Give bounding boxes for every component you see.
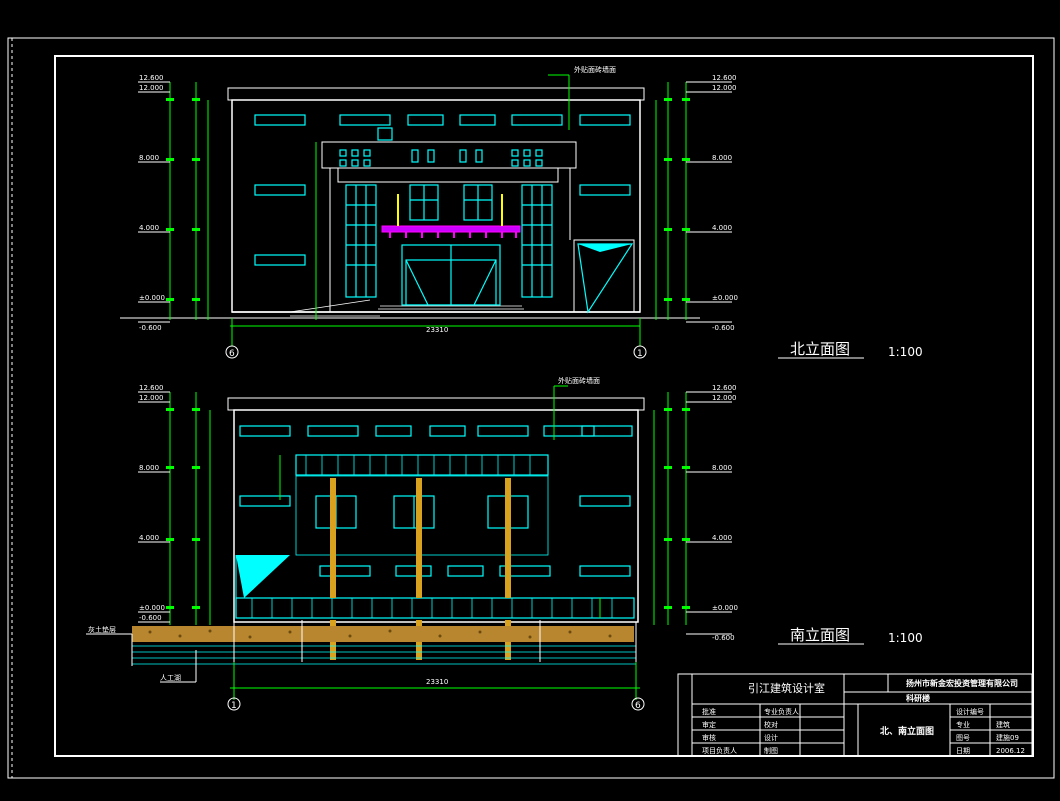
south-axis-right: 6 [635, 701, 641, 711]
tb-right-label-3: 图号 [956, 734, 970, 742]
north-level-left-2: 12.000 [139, 84, 164, 92]
north-dim-width: 23310 [426, 326, 448, 334]
tb-right-value-4: 2006.12 [996, 747, 1025, 755]
north-scale: 1:100 [888, 345, 923, 359]
tb-office: 引江建筑设计室 [748, 681, 825, 695]
north-axis-right-bubble [633, 345, 647, 359]
north-axis-right: 1 [637, 349, 643, 359]
north-level-right-5: ±0.000 [712, 294, 738, 302]
north-level-right-2: 12.000 [712, 84, 737, 92]
south-level-right-1: 12.600 [712, 384, 737, 392]
north-level-left-3: 8.000 [139, 154, 159, 162]
tb-project: 科研楼 [906, 693, 930, 703]
north-elevation: 12.600 12.000 8.000 4.000 ±0.000 -0.600 … [120, 65, 738, 359]
tb-right-label-1: 设计编号 [956, 707, 984, 716]
tb-row-mid-2: 校对 [764, 720, 778, 729]
north-axis-left-bubble [225, 345, 239, 359]
north-note: 外贴面砖墙面 [574, 65, 616, 74]
tb-row-mid-3: 设计 [764, 733, 778, 742]
south-elevation: 12.600 12.000 8.000 4.000 ±0.000 -0.600 … [86, 376, 738, 711]
south-level-left-1: 12.600 [139, 384, 164, 392]
sheet-outer-frame [7, 37, 1055, 779]
tb-right-value-2: 建筑 [996, 720, 1010, 729]
south-level-right-3: 8.000 [712, 464, 732, 472]
south-title: 南立面图 [790, 626, 850, 644]
north-level-right-1: 12.600 [712, 74, 737, 82]
south-level-left-3: 8.000 [139, 464, 159, 472]
south-dim-width: 23310 [426, 678, 448, 686]
south-axis-left: 1 [231, 701, 237, 711]
tb-right-label-4: 日期 [956, 747, 970, 755]
south-level-right-4: 4.000 [712, 534, 732, 542]
south-level-right-5: ±0.000 [712, 604, 738, 612]
south-level-left-2: 12.000 [139, 394, 164, 402]
title-block [677, 673, 1033, 757]
south-label-pile: 灰土垫层 [88, 625, 116, 634]
south-level-right-2: 12.000 [712, 394, 737, 402]
north-title: 北立面图 [790, 340, 850, 358]
north-level-right-4: 4.000 [712, 224, 732, 232]
south-axis-left-bubble [227, 697, 241, 711]
tb-row-left-1: 批准 [702, 707, 716, 716]
tb-row-mid-1: 专业负责人 [764, 707, 799, 716]
south-level-left-5: ±0.000 [139, 604, 165, 612]
north-level-right-3: 8.000 [712, 154, 732, 162]
tb-drawing: 北、南立面图 [880, 725, 934, 737]
north-level-right-6: -0.600 [712, 324, 735, 332]
north-level-left-6: -0.600 [139, 324, 162, 332]
north-level-left-5: ±0.000 [139, 294, 165, 302]
south-axis-right-bubble [631, 697, 645, 711]
south-level-left-6: -0.600 [139, 614, 162, 622]
tb-row-left-4: 项目负责人 [702, 746, 737, 755]
tb-row-left-3: 审核 [702, 733, 716, 742]
south-level-right-6: -0.600 [712, 634, 735, 642]
south-level-left-4: 4.000 [139, 534, 159, 542]
tb-row-mid-4: 制图 [764, 746, 778, 755]
tb-row-left-2: 审定 [702, 720, 716, 729]
tb-right-label-2: 专业 [956, 720, 970, 729]
tb-right-value-3: 建施09 [996, 733, 1019, 742]
south-scale: 1:100 [888, 631, 923, 645]
south-label-water: 人工湖 [160, 673, 181, 682]
north-level-left-1: 12.600 [139, 74, 164, 82]
drawing-border [54, 55, 1034, 757]
north-axis-left: 6 [229, 349, 235, 359]
south-note: 外贴面砖墙面 [558, 376, 600, 385]
tb-company: 扬州市新金宏投资管理有限公司 [906, 678, 1018, 688]
north-level-left-4: 4.000 [139, 224, 159, 232]
